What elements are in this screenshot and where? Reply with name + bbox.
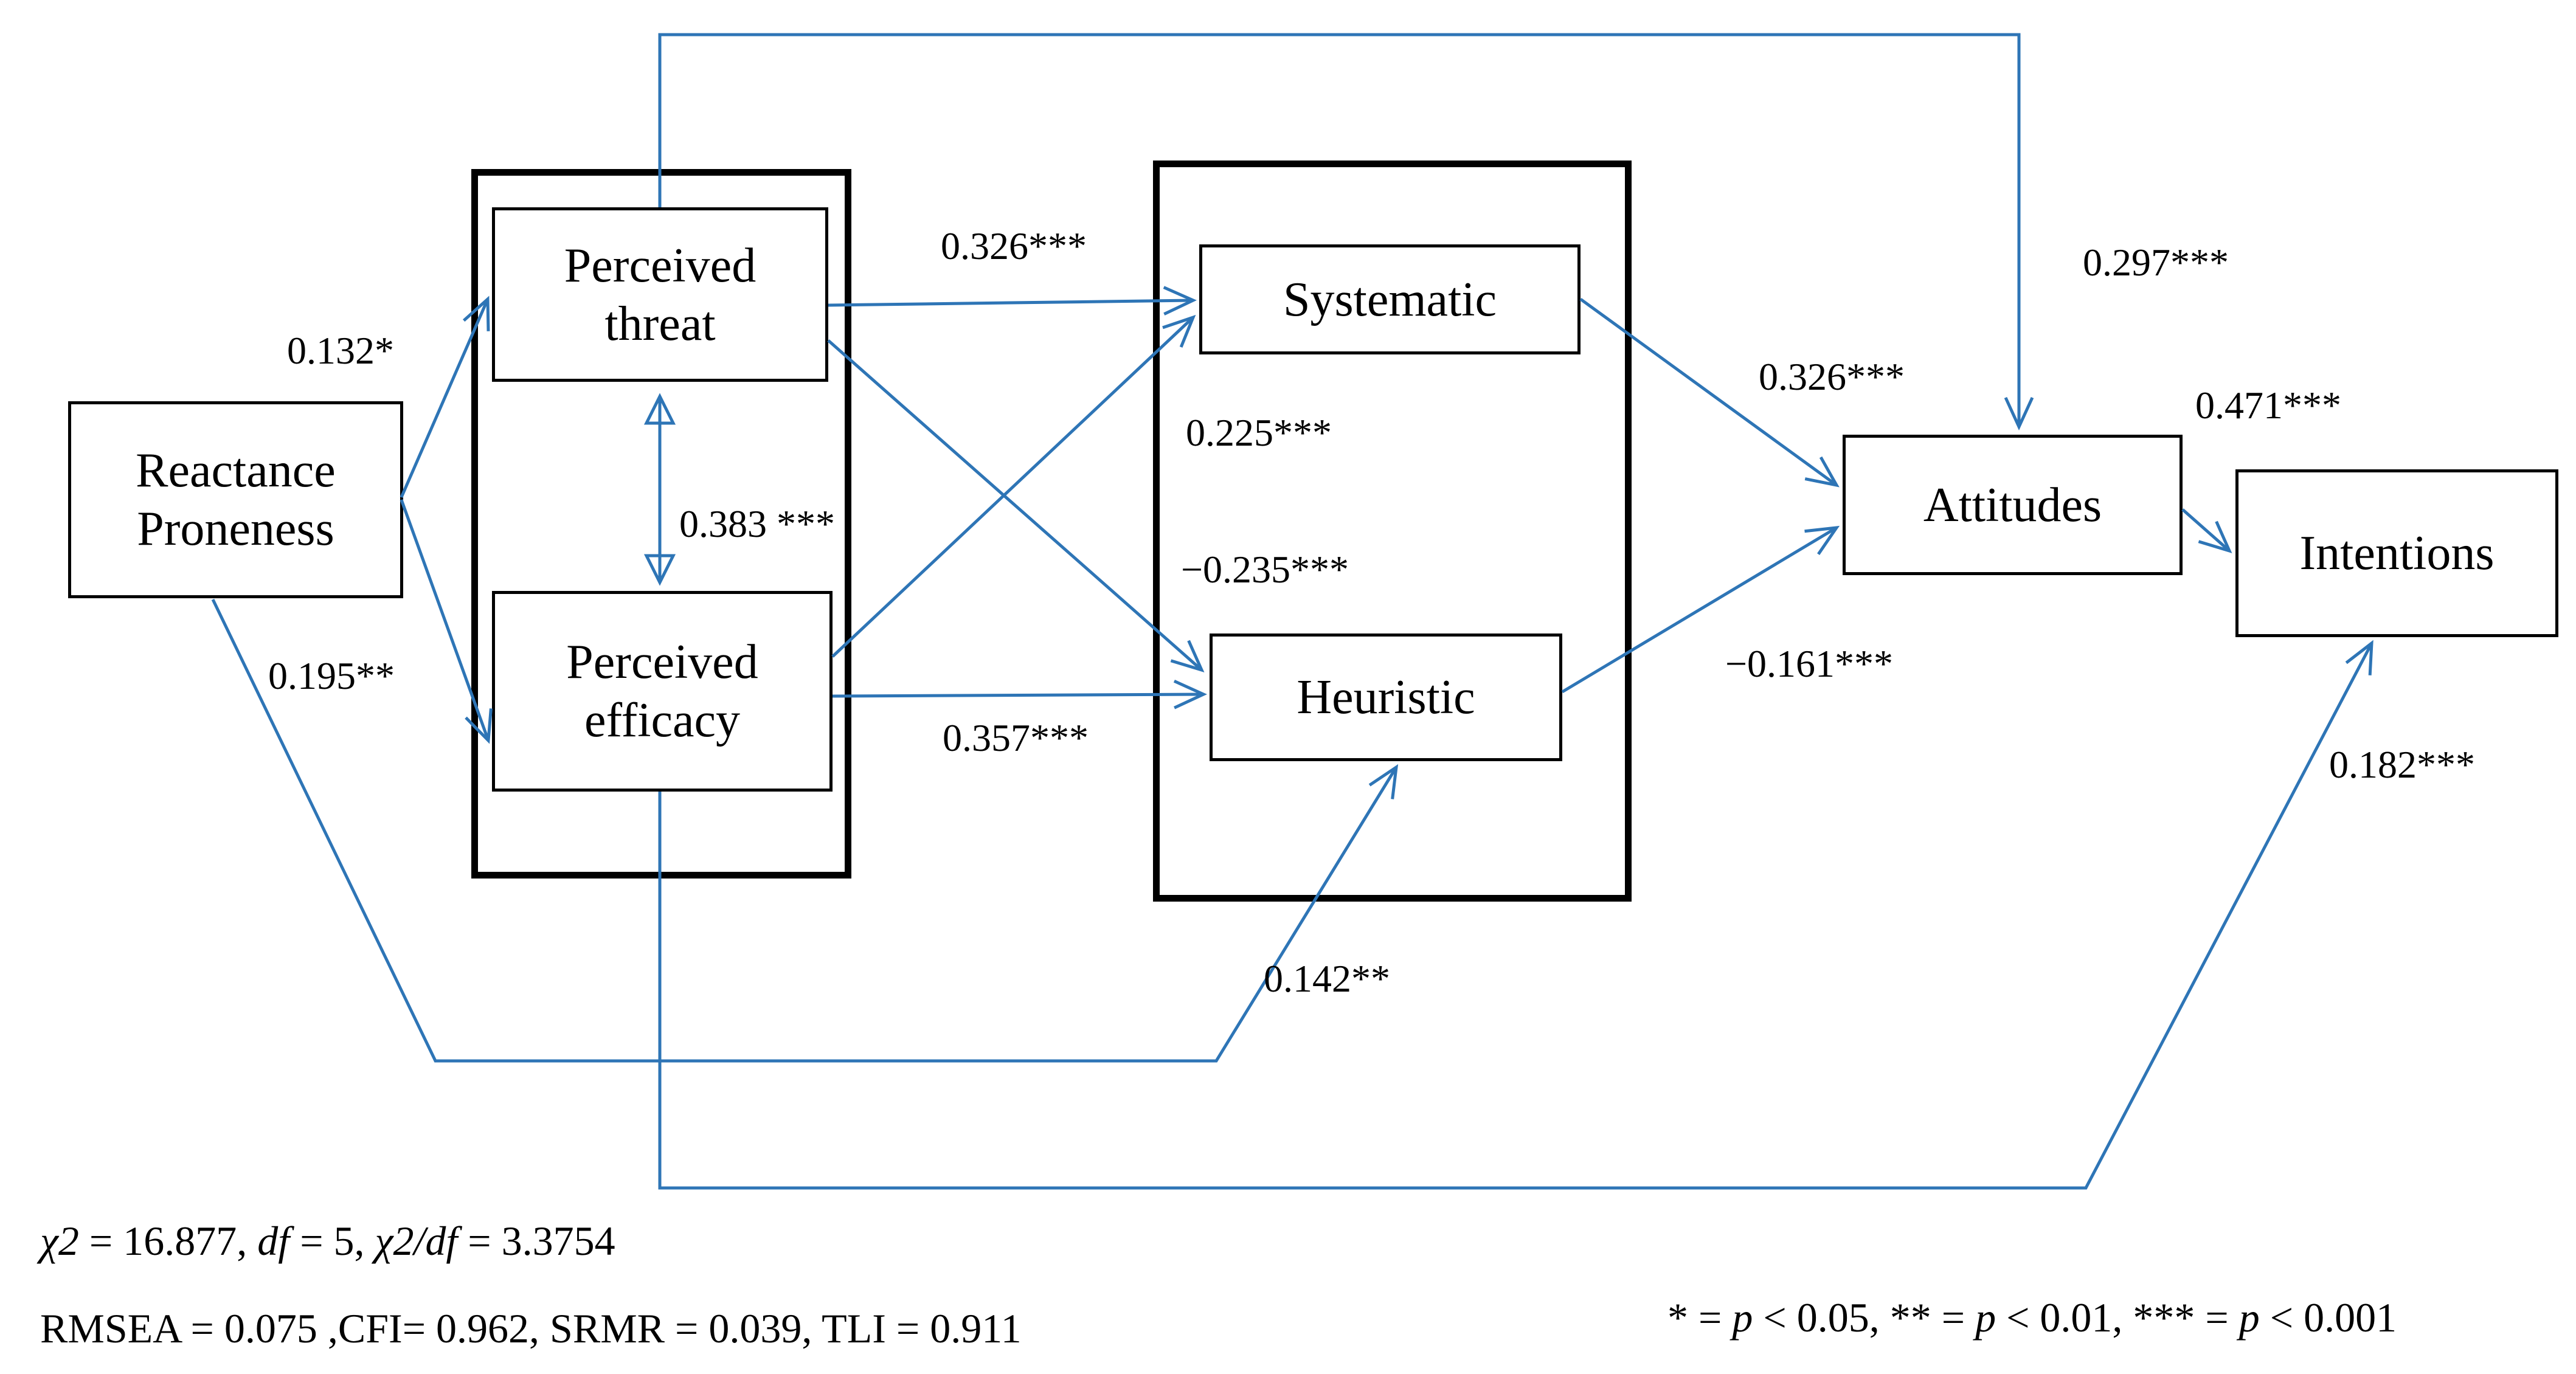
node-label-perceived-threat: Perceived threat: [564, 238, 757, 351]
coef-rp-to-efficacy: 0.195**: [268, 654, 395, 697]
coef-rp-to-heuristic: 0.142**: [1264, 957, 1390, 1000]
node-perceived-efficacy: Perceived efficacy: [492, 591, 833, 792]
node-label-intentions: Intentions: [2299, 526, 2495, 580]
coef-threat-to-heuristic: −0.235***: [1180, 548, 1349, 591]
coef-systematic-to-attitudes: 0.326***: [1759, 355, 1905, 398]
node-perceived-threat: Perceived threat: [492, 207, 828, 382]
arrow-threat-to-heuristic: [827, 339, 1205, 672]
arrow-attitudes-to-intentions: [2181, 508, 2232, 553]
node-attitudes: Attitudes: [1843, 435, 2183, 575]
fit-statistics-line1: χ2 = 16.877, df = 5, χ2/df = 3.3754: [40, 1218, 615, 1264]
node-label-heuristic: Heuristic: [1297, 671, 1475, 724]
node-systematic: Systematic: [1199, 244, 1581, 354]
node-label-perceived-efficacy: Perceived efficacy: [566, 635, 758, 747]
node-reactance-proneness: Reactance Proneness: [68, 401, 403, 598]
arrow-threat-to-systematic: [828, 286, 1197, 316]
significance-note: * = p < 0.05, ** = p < 0.01, *** = p < 0…: [1667, 1294, 2397, 1341]
node-intentions: Intentions: [2235, 469, 2558, 637]
coef-threat-efficacy-covariance: 0.383 ***: [679, 502, 835, 545]
node-heuristic: Heuristic: [1210, 633, 1562, 761]
coef-attitudes-to-intentions: 0.471***: [2195, 384, 2341, 427]
coef-threat-to-attitudes: 0.297***: [2083, 241, 2229, 284]
coef-rp-to-threat: 0.132*: [287, 329, 394, 372]
node-label-attitudes: Attitudes: [1923, 478, 2102, 532]
coef-efficacy-to-intentions: 0.182***: [2329, 743, 2475, 786]
fit-statistics-line2: RMSEA = 0.075 ,CFI= 0.962, SRMR = 0.039,…: [40, 1305, 1022, 1352]
coef-threat-to-systematic: 0.326***: [941, 224, 1087, 268]
node-label-reactance-proneness: Reactance Proneness: [136, 444, 336, 556]
node-label-systematic: Systematic: [1283, 272, 1497, 326]
coef-efficacy-to-systematic: 0.225***: [1186, 411, 1332, 454]
coef-heuristic-to-attitudes: −0.161***: [1725, 642, 1894, 685]
arrow-efficacy-to-heuristic: [832, 679, 1208, 709]
coef-efficacy-to-heuristic: 0.357***: [943, 716, 1089, 759]
arrow-efficacy-to-systematic: [831, 314, 1196, 658]
